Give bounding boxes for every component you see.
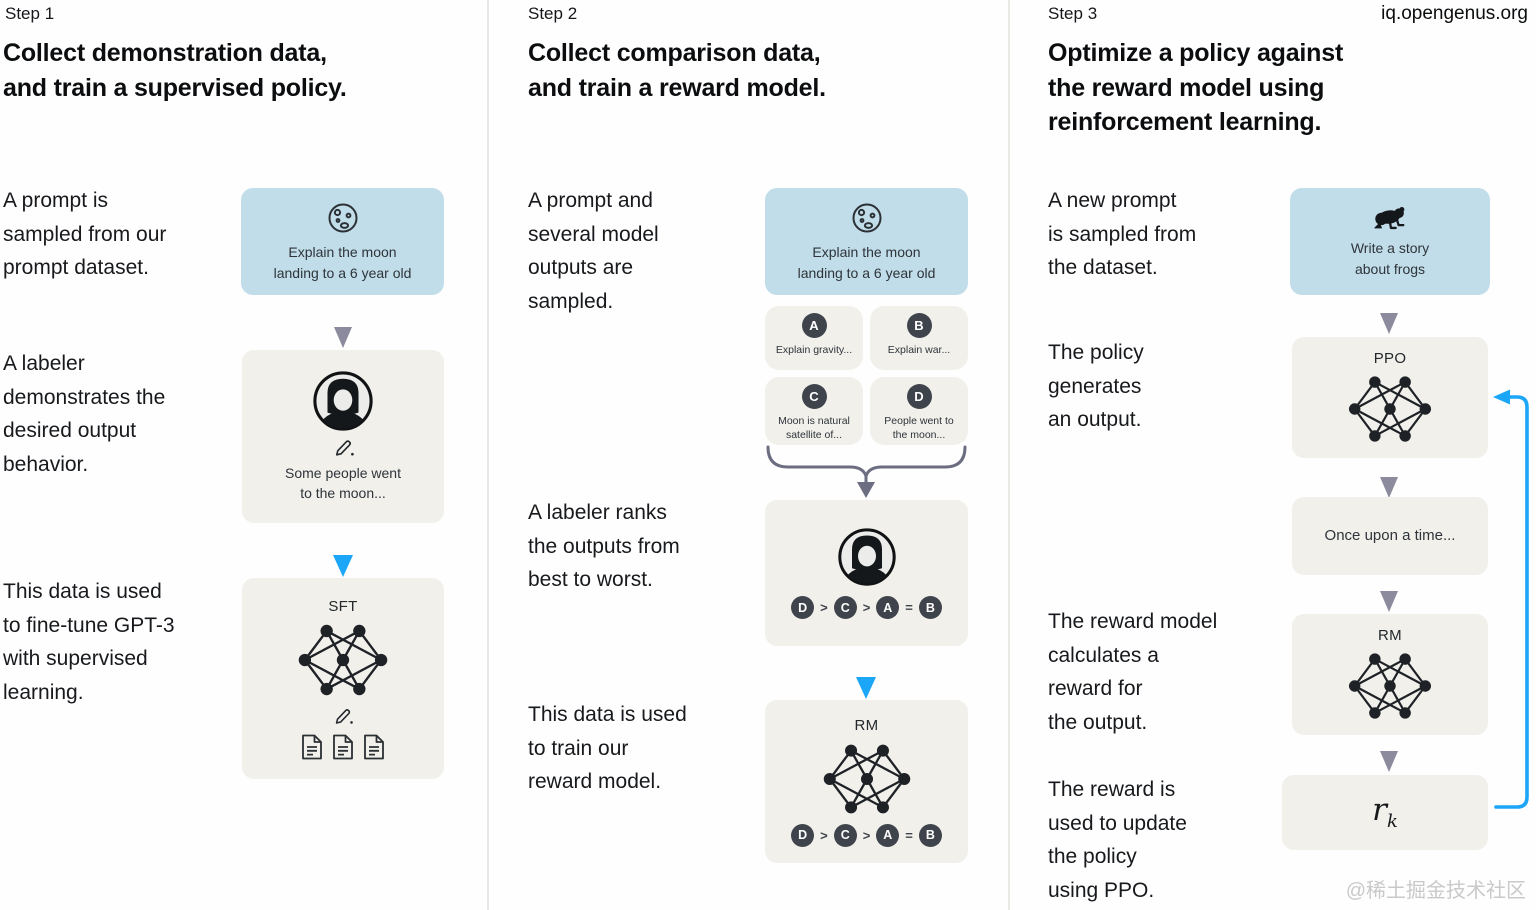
- output-text-b: Explain war...: [887, 344, 951, 356]
- labeler-avatar: [312, 370, 374, 432]
- step2-paragraph-rank: A labeler ranks the outputs from best to…: [528, 501, 680, 592]
- step3-rm-card: RM: [1292, 614, 1488, 735]
- arrow-down-gray-icon: [1380, 591, 1398, 612]
- rank-badge: C: [833, 823, 857, 847]
- step1-paragraph-finetune: This data is used to fine-tune GPT-3 wit…: [3, 580, 175, 704]
- moon-icon: [852, 203, 881, 233]
- labeler-avatar: [837, 527, 897, 587]
- step1-title: Collect demonstration data, and train a …: [3, 39, 347, 102]
- rank-badge: D: [791, 823, 815, 847]
- step1-label: Step 1: [5, 4, 55, 23]
- pencil-icon: [335, 439, 355, 457]
- step2-title: Collect comparison data, and train a rew…: [528, 39, 826, 102]
- rank-badge: D: [791, 596, 815, 619]
- arrow-down-blue-icon: [333, 555, 353, 577]
- rank-operator: >: [820, 600, 828, 615]
- step2-prompt-text: Explain the moon landing to a 6 year old: [797, 244, 936, 281]
- arrow-down-blue-icon: [856, 677, 876, 699]
- site-watermark: iq.opengenus.org: [1381, 3, 1528, 24]
- output-text-a: Explain gravity...: [775, 344, 853, 356]
- step3-reward-card: rk: [1282, 775, 1488, 850]
- output-text-d: People went to the moon...: [884, 415, 954, 442]
- rank-operator: >: [862, 600, 871, 615]
- output-badge-b: B: [906, 313, 932, 338]
- document-icon: [333, 734, 353, 759]
- step2-paragraph-sample: A prompt and several model outputs are s…: [528, 189, 659, 313]
- brace-arrow-icon: [766, 445, 967, 498]
- neural-network-icon: [1348, 652, 1432, 719]
- reward-symbol: rk: [1372, 792, 1398, 833]
- rank-badge: C: [833, 596, 857, 619]
- documents-icon: [301, 734, 385, 760]
- step1-prompt-card: Explain the moon landing to a 6 year old: [241, 188, 444, 295]
- output-badge-a: A: [801, 313, 827, 338]
- feedback-loop-arrow: [1493, 389, 1529, 809]
- step1-paragraph-sample: A prompt is sampled from our prompt data…: [3, 189, 167, 280]
- step3-paragraph-sample: A new prompt is sampled from the dataset…: [1048, 189, 1197, 280]
- column-divider-1: [487, 0, 489, 910]
- step1-demonstration-card: Some people went to the moon...: [242, 350, 444, 523]
- rank-operator: >: [862, 827, 871, 843]
- rank-badge: B: [918, 823, 942, 847]
- neural-network-icon: [298, 624, 388, 695]
- step1-prompt-text: Explain the moon landing to a 6 year old: [273, 244, 412, 281]
- output-card-b: B Explain war...: [870, 306, 968, 370]
- step3-prompt-card: Write a story about frogs: [1290, 188, 1490, 295]
- moon-icon: [328, 203, 357, 233]
- document-icon: [302, 734, 322, 759]
- rank-badge: B: [918, 596, 942, 619]
- step2-paragraph-train: This data is used to train our reward mo…: [528, 703, 687, 794]
- arrow-down-gray-icon: [1380, 313, 1398, 334]
- rank-operator: >: [820, 827, 828, 843]
- sft-label: SFT: [328, 597, 358, 615]
- rm-label: RM: [854, 716, 879, 734]
- frog-icon: [1373, 206, 1406, 230]
- step2-label: Step 2: [528, 4, 578, 23]
- neural-network-icon: [823, 744, 910, 813]
- ranking-row: D > C > A = B: [791, 596, 942, 619]
- step1-paragraph-labeler: A labeler demonstrates the desired outpu…: [3, 352, 166, 476]
- ranking-row: D > C > A = B: [791, 823, 942, 847]
- community-watermark: @稀土掘金技术社区: [1345, 880, 1526, 902]
- step3-output-card: Once upon a time...: [1292, 497, 1488, 575]
- step3-paragraph-reward: The reward model calculates a reward for…: [1048, 610, 1218, 734]
- output-badge-d: D: [906, 384, 932, 409]
- step1-sft-card: SFT: [242, 578, 444, 779]
- arrow-down-gray-icon: [1380, 477, 1398, 498]
- step3-paragraph-generate: The policy generates an output.: [1048, 341, 1144, 432]
- step3-output-text: Once upon a time...: [1324, 527, 1456, 545]
- output-card-d: D People went to the moon...: [870, 377, 968, 445]
- step2-rm-card: RM D > C > A = B: [765, 700, 968, 863]
- step1-demonstration-text: Some people went to the moon...: [285, 464, 401, 501]
- step3-ppo-card: PPO: [1292, 337, 1488, 458]
- step3-prompt-text: Write a story about frogs: [1350, 240, 1430, 277]
- output-text-c: Moon is natural satellite of...: [778, 415, 850, 442]
- rank-badge: A: [876, 596, 900, 619]
- rank-operator: =: [905, 827, 913, 843]
- column-divider-2: [1008, 0, 1010, 910]
- step3-label: Step 3: [1048, 4, 1098, 23]
- step3-paragraph-update: The reward is used to update the policy …: [1048, 778, 1187, 902]
- rm-label: RM: [1378, 626, 1402, 644]
- step2-ranking-card: D > C > A = B: [765, 500, 968, 646]
- output-badge-c: C: [801, 384, 827, 409]
- step2-prompt-card: Explain the moon landing to a 6 year old: [765, 188, 968, 295]
- pencil-icon: [335, 708, 354, 724]
- arrow-down-gray-icon: [334, 327, 352, 348]
- arrow-down-gray-icon: [1380, 751, 1398, 772]
- document-icon: [364, 734, 384, 759]
- ppo-label: PPO: [1373, 349, 1407, 367]
- rank-badge: A: [876, 823, 900, 847]
- rank-operator: =: [905, 600, 913, 615]
- output-card-a: A Explain gravity...: [765, 306, 863, 370]
- step3-title: Optimize a policy against the reward mod…: [1048, 39, 1344, 136]
- output-card-c: C Moon is natural satellite of...: [765, 377, 863, 445]
- neural-network-icon: [1348, 375, 1432, 442]
